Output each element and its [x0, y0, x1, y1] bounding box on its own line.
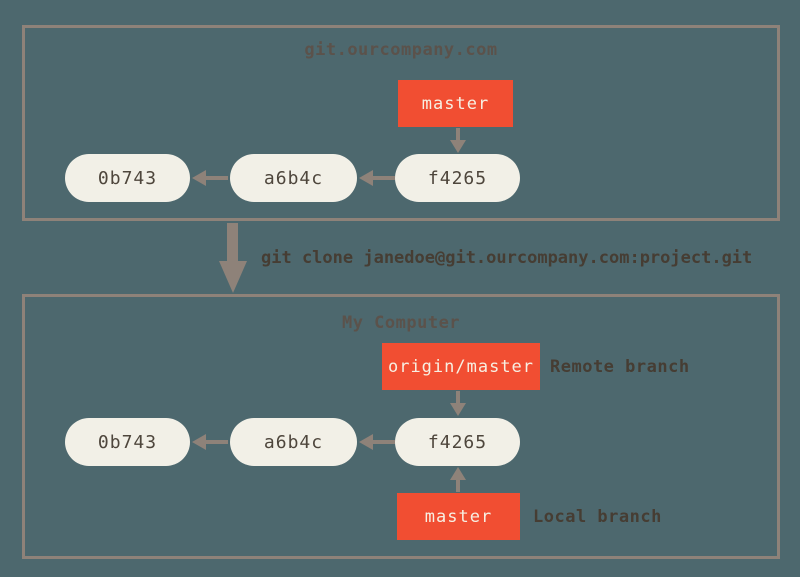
arrow-local-master-to-f4265 [450, 467, 466, 492]
arrow-shaft [203, 176, 228, 180]
arrow-server-a6b4c-to-0b743 [192, 170, 228, 186]
remote-branch-label: origin/master [387, 356, 535, 377]
local-branch-annotation: Local branch [533, 507, 662, 527]
server-master-branch: master [398, 80, 513, 127]
arrow-head-icon [192, 434, 206, 450]
arrow-shaft [203, 440, 228, 444]
arrow-shaft [456, 478, 460, 492]
arrow-local-a6b4c-to-0b743 [192, 434, 228, 450]
server-box-title: git.ourcompany.com [304, 40, 498, 60]
local-commit-f4265: f4265 [395, 418, 520, 466]
local-branch-label: master [424, 506, 493, 527]
arrow-server-master-to-f4265 [450, 128, 466, 153]
commit-label: f4265 [427, 167, 488, 189]
arrow-local-f4265-to-a6b4c [359, 434, 395, 450]
commit-label: f4265 [427, 431, 488, 453]
arrow-shaft [456, 391, 460, 405]
server-box: git.ourcompany.com [22, 25, 780, 221]
arrow-head-icon [450, 403, 466, 416]
arrow-shaft [456, 128, 460, 142]
remote-branch-origin-master: origin/master [382, 343, 540, 390]
server-master-branch-label: master [421, 93, 490, 114]
commit-label: 0b743 [97, 431, 158, 453]
commit-label: 0b743 [97, 167, 158, 189]
commit-label: a6b4c [263, 431, 324, 453]
remote-branch-annotation: Remote branch [550, 357, 690, 377]
arrow-shaft [370, 440, 395, 444]
local-commit-0b743: 0b743 [65, 418, 190, 466]
arrow-origin-master-to-f4265 [450, 391, 466, 416]
arrow-head-icon [450, 140, 466, 153]
arrow-head-icon [192, 170, 206, 186]
local-branch-master: master [397, 493, 520, 540]
server-commit-0b743: 0b743 [65, 154, 190, 202]
arrow-shaft [370, 176, 395, 180]
arrow-head-icon [359, 170, 373, 186]
arrow-shaft [227, 223, 238, 263]
clone-command-text: git clone janedoe@git.ourcompany.com:pro… [261, 248, 753, 268]
computer-box: My Computer [22, 294, 780, 559]
server-commit-f4265: f4265 [395, 154, 520, 202]
local-commit-a6b4c: a6b4c [230, 418, 357, 466]
computer-box-title: My Computer [341, 313, 461, 333]
commit-label: a6b4c [263, 167, 324, 189]
arrow-head-icon [359, 434, 373, 450]
arrow-head-icon [219, 261, 247, 293]
server-commit-a6b4c: a6b4c [230, 154, 357, 202]
arrow-server-f4265-to-a6b4c [359, 170, 395, 186]
arrow-clone-server-to-computer [219, 223, 247, 293]
arrow-head-icon [450, 467, 466, 480]
